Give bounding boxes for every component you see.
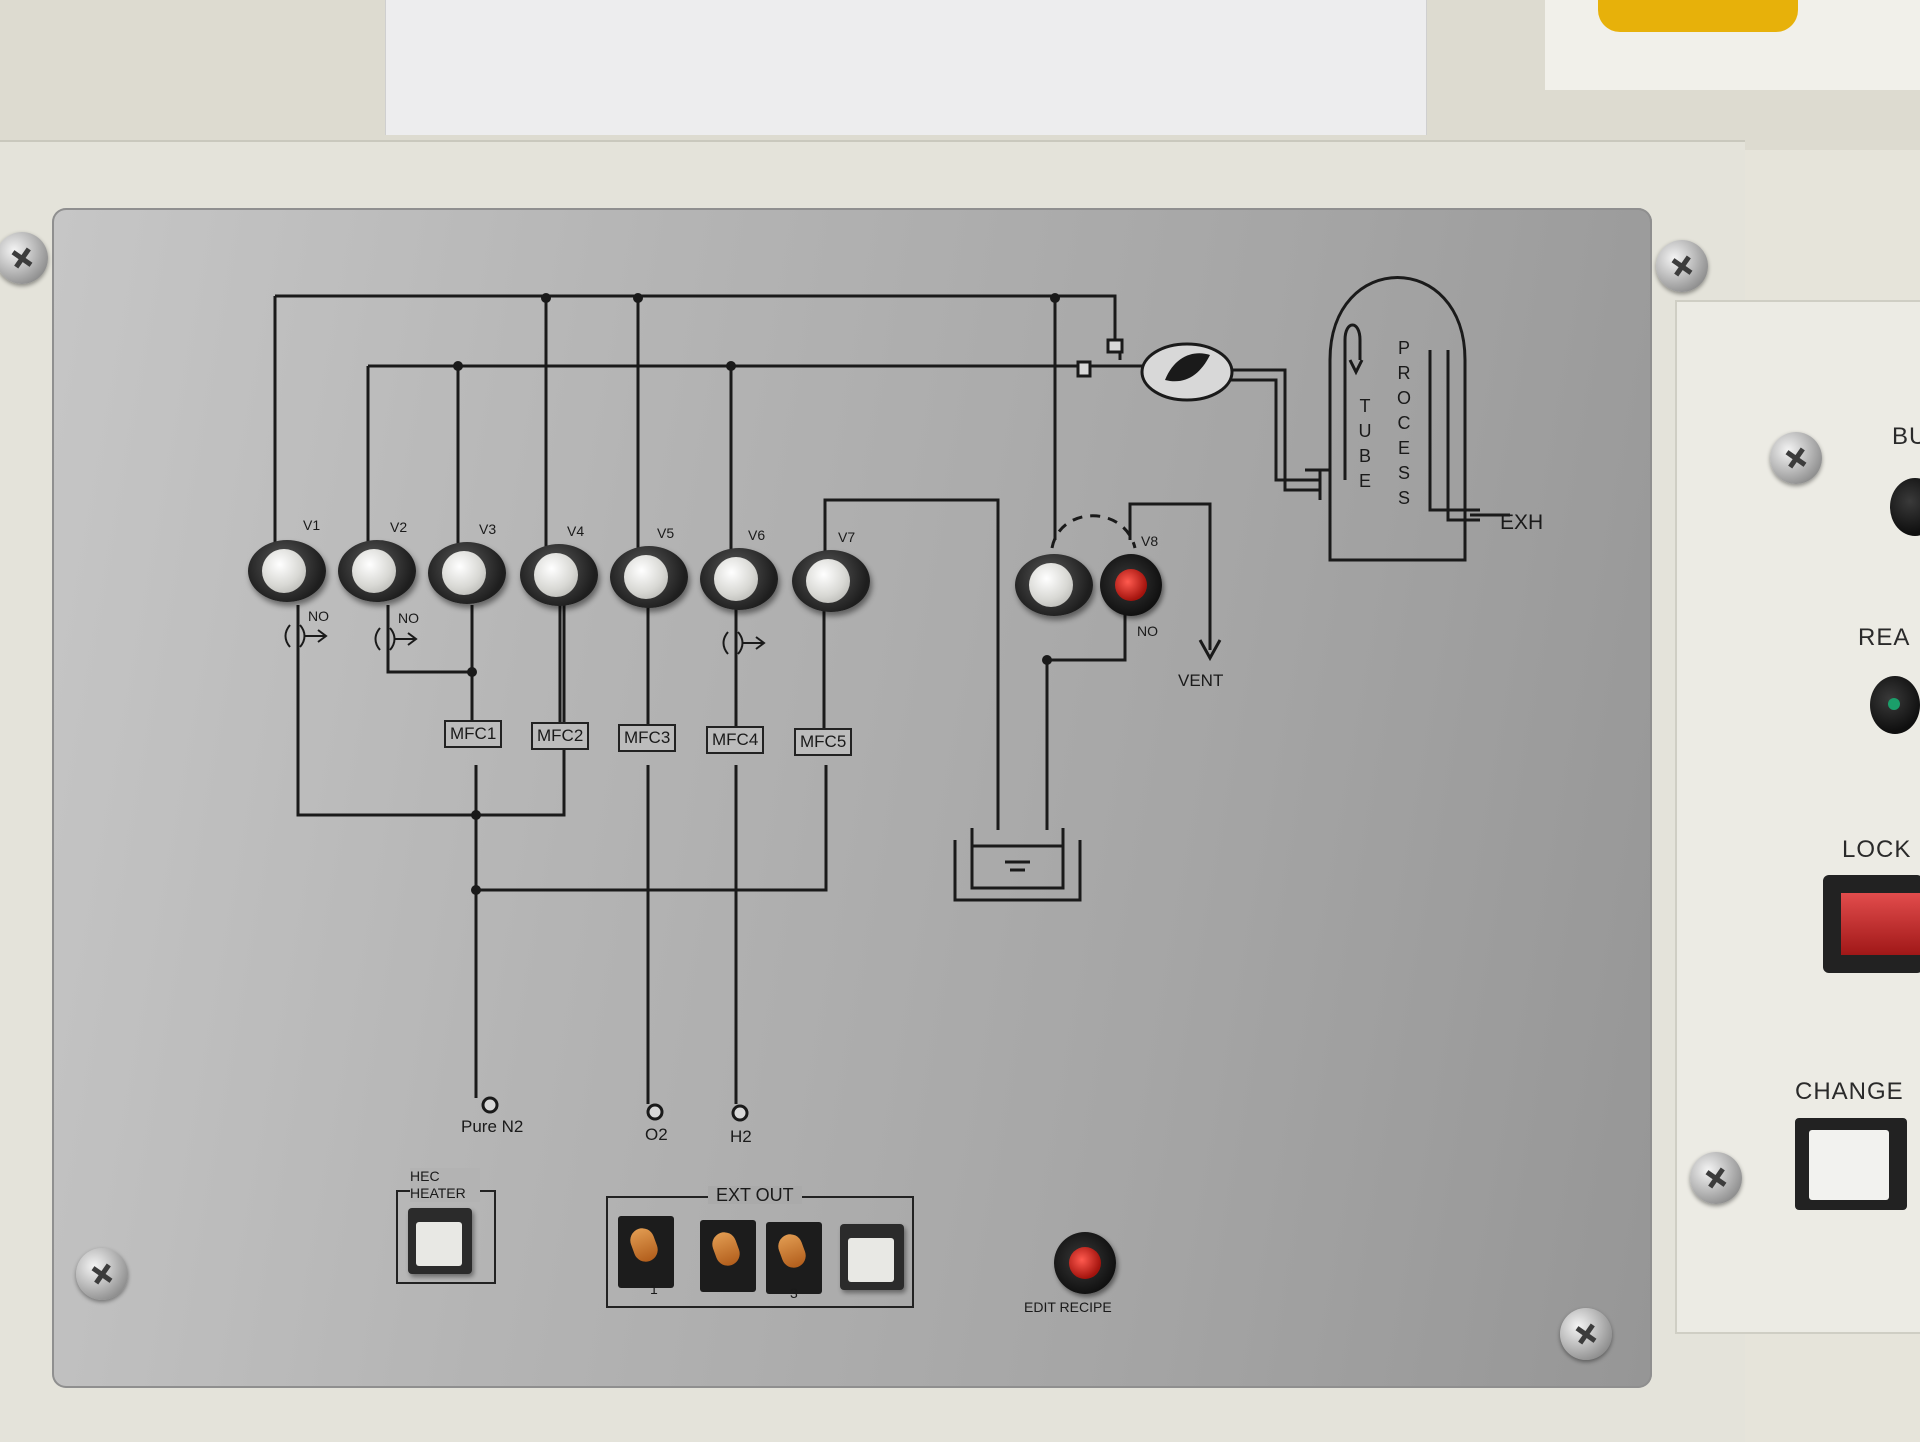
valve-v1-button[interactable] — [248, 540, 326, 602]
paper-notice — [385, 0, 1427, 135]
normally-open-label: NO — [398, 610, 419, 626]
screw-icon — [0, 232, 48, 284]
valve-v8-indicator-lamp — [1100, 554, 1162, 616]
valve-v2-button[interactable] — [338, 540, 416, 602]
ext-out-toggle-1[interactable] — [618, 1216, 674, 1288]
valve-v5-button[interactable] — [610, 546, 688, 608]
ext-out-channel-label: 1 — [650, 1281, 658, 1297]
tube-label: TUBE — [1358, 396, 1372, 491]
mfc-label: MFC5 — [794, 728, 853, 756]
screw-icon — [1770, 432, 1822, 484]
valve-v7-button[interactable] — [792, 550, 870, 612]
yellow-sticker — [1598, 0, 1798, 32]
gas-inlet-label: H2 — [730, 1127, 752, 1146]
side-panel-label: LOCK — [1842, 836, 1912, 863]
valve-v4-button[interactable] — [520, 544, 598, 606]
hec-heater-button[interactable] — [408, 1208, 472, 1274]
valve-v6-button[interactable] — [700, 548, 778, 610]
mfc-label: MFC2 — [531, 722, 590, 750]
exhaust-label: EXH — [1500, 511, 1544, 534]
ext-out-title: EXT OUT — [708, 1186, 802, 1204]
valve-label: V1 — [303, 517, 321, 533]
process-label: PROCESS — [1396, 338, 1411, 508]
valve-label: V3 — [479, 521, 497, 537]
side-panel-label: REA — [1858, 624, 1911, 651]
ext-out-button-4[interactable] — [840, 1224, 904, 1290]
ext-out-toggle-3[interactable] — [766, 1222, 822, 1294]
edit-recipe-label: EDIT RECIPE — [1024, 1299, 1112, 1315]
gas-inlet-label: Pure N2 — [461, 1117, 524, 1136]
screw-icon — [1560, 1308, 1612, 1360]
screw-icon — [76, 1248, 128, 1300]
lock-button[interactable] — [1823, 875, 1920, 973]
valve-label: V5 — [657, 525, 675, 541]
side-panel-label: BU — [1892, 423, 1920, 450]
mfc-label: MFC3 — [618, 724, 677, 752]
valve-label: V8 — [1141, 533, 1159, 549]
side-panel-label: CHANGE — [1795, 1078, 1904, 1105]
normally-open-label: NO — [308, 608, 329, 624]
ext-out-channel-label: 3 — [790, 1285, 798, 1301]
mfc-label: MFC4 — [706, 726, 765, 754]
gas-inlet-label: O2 — [645, 1125, 668, 1144]
valve-label: V4 — [567, 523, 585, 539]
ready-indicator-lamp — [1870, 676, 1920, 734]
valve-label: V7 — [838, 529, 856, 545]
valve-v3-button[interactable] — [428, 542, 506, 604]
vent-label: VENT — [1178, 671, 1224, 690]
screw-icon — [1690, 1152, 1742, 1204]
valve-v8-bypass-button[interactable] — [1015, 554, 1093, 616]
hec-heater-label: HEC HEATER — [410, 1168, 480, 1202]
mfc-label: MFC1 — [444, 720, 503, 748]
ext-out-toggle-2[interactable] — [700, 1220, 756, 1292]
valve-label: V2 — [390, 519, 408, 535]
valve-label: V6 — [748, 527, 766, 543]
normally-open-label: NO — [1137, 623, 1158, 639]
control-plate — [52, 208, 1652, 1388]
screw-icon — [1656, 240, 1708, 292]
change-button[interactable] — [1795, 1118, 1907, 1210]
edit-recipe-indicator-lamp — [1054, 1232, 1116, 1294]
